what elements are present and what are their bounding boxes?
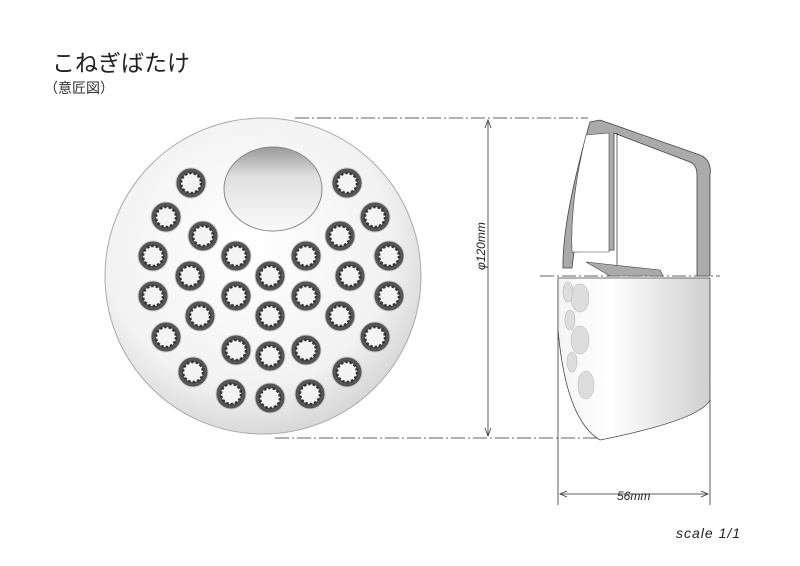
hole xyxy=(220,240,252,272)
front-view xyxy=(104,117,422,435)
hole xyxy=(254,260,286,292)
hole xyxy=(177,356,209,388)
hole-group xyxy=(137,167,405,414)
hole xyxy=(175,167,207,199)
hole xyxy=(220,280,252,312)
hole xyxy=(290,280,322,312)
side-view xyxy=(557,119,711,441)
width-dimension-label: 56mm xyxy=(617,489,651,503)
hole xyxy=(150,201,182,233)
hole xyxy=(359,321,391,353)
hole xyxy=(254,300,286,332)
hole xyxy=(294,378,326,410)
page-subtitle: （意匠図） xyxy=(44,81,114,97)
hole xyxy=(150,321,182,353)
hole xyxy=(331,356,363,388)
hole xyxy=(254,382,286,414)
hole xyxy=(220,334,252,366)
hole xyxy=(373,280,405,312)
window-opening xyxy=(223,146,323,232)
hole xyxy=(334,260,366,292)
hole xyxy=(359,201,391,233)
hole xyxy=(290,240,322,272)
scale-label: scale 1/1 xyxy=(676,525,742,541)
hole xyxy=(331,167,363,199)
hole xyxy=(184,300,216,332)
diameter-dimension-label: φ120mm xyxy=(474,222,488,270)
hole xyxy=(187,220,219,252)
hole xyxy=(137,280,169,312)
hole xyxy=(290,334,322,366)
page-title: こねぎばたけ xyxy=(52,51,190,77)
hole xyxy=(324,300,356,332)
hole xyxy=(174,260,206,292)
hole xyxy=(215,378,247,410)
hole xyxy=(254,340,286,372)
hole xyxy=(373,240,405,272)
hole xyxy=(137,240,169,272)
hole xyxy=(324,220,356,252)
side-body xyxy=(557,277,711,441)
